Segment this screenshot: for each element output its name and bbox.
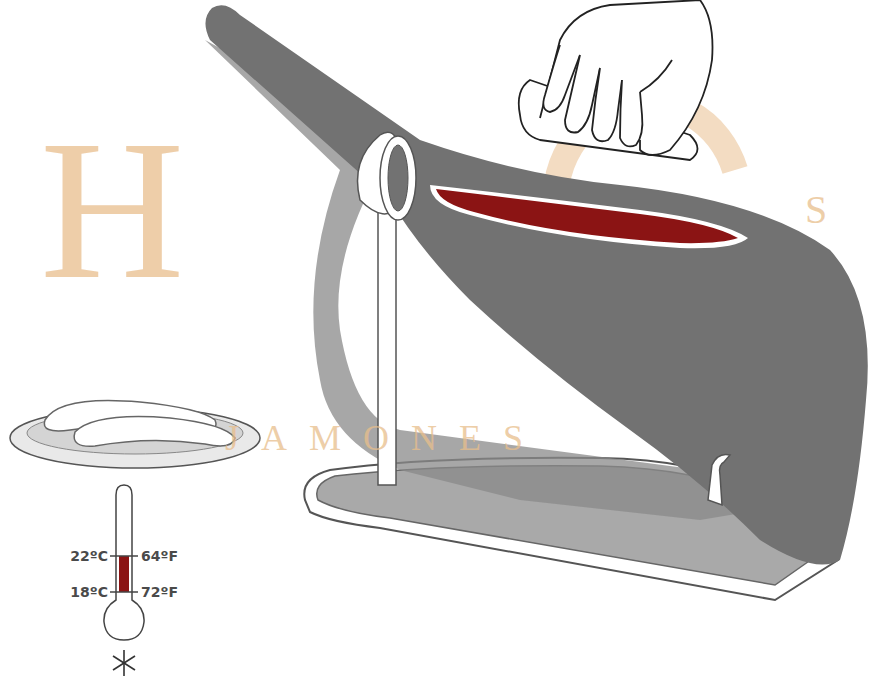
temperature-label: 64ºF — [141, 549, 178, 563]
ham-cut — [436, 189, 738, 243]
temperature-label: 18ºC — [70, 585, 108, 599]
plate — [10, 400, 260, 468]
temperature-label: 22ºC — [70, 549, 108, 563]
watermark-text: JAMONES — [225, 420, 545, 456]
ham — [205, 5, 867, 564]
stand-hook — [708, 454, 730, 505]
temperature-label: 72ºF — [141, 585, 178, 599]
clamp-ring — [358, 132, 417, 220]
watermark-letter: H — [40, 110, 184, 310]
watermark-letter: S — [805, 190, 827, 230]
thermometer — [104, 485, 144, 640]
hand — [519, 0, 713, 160]
cold-symbol — [113, 650, 135, 676]
